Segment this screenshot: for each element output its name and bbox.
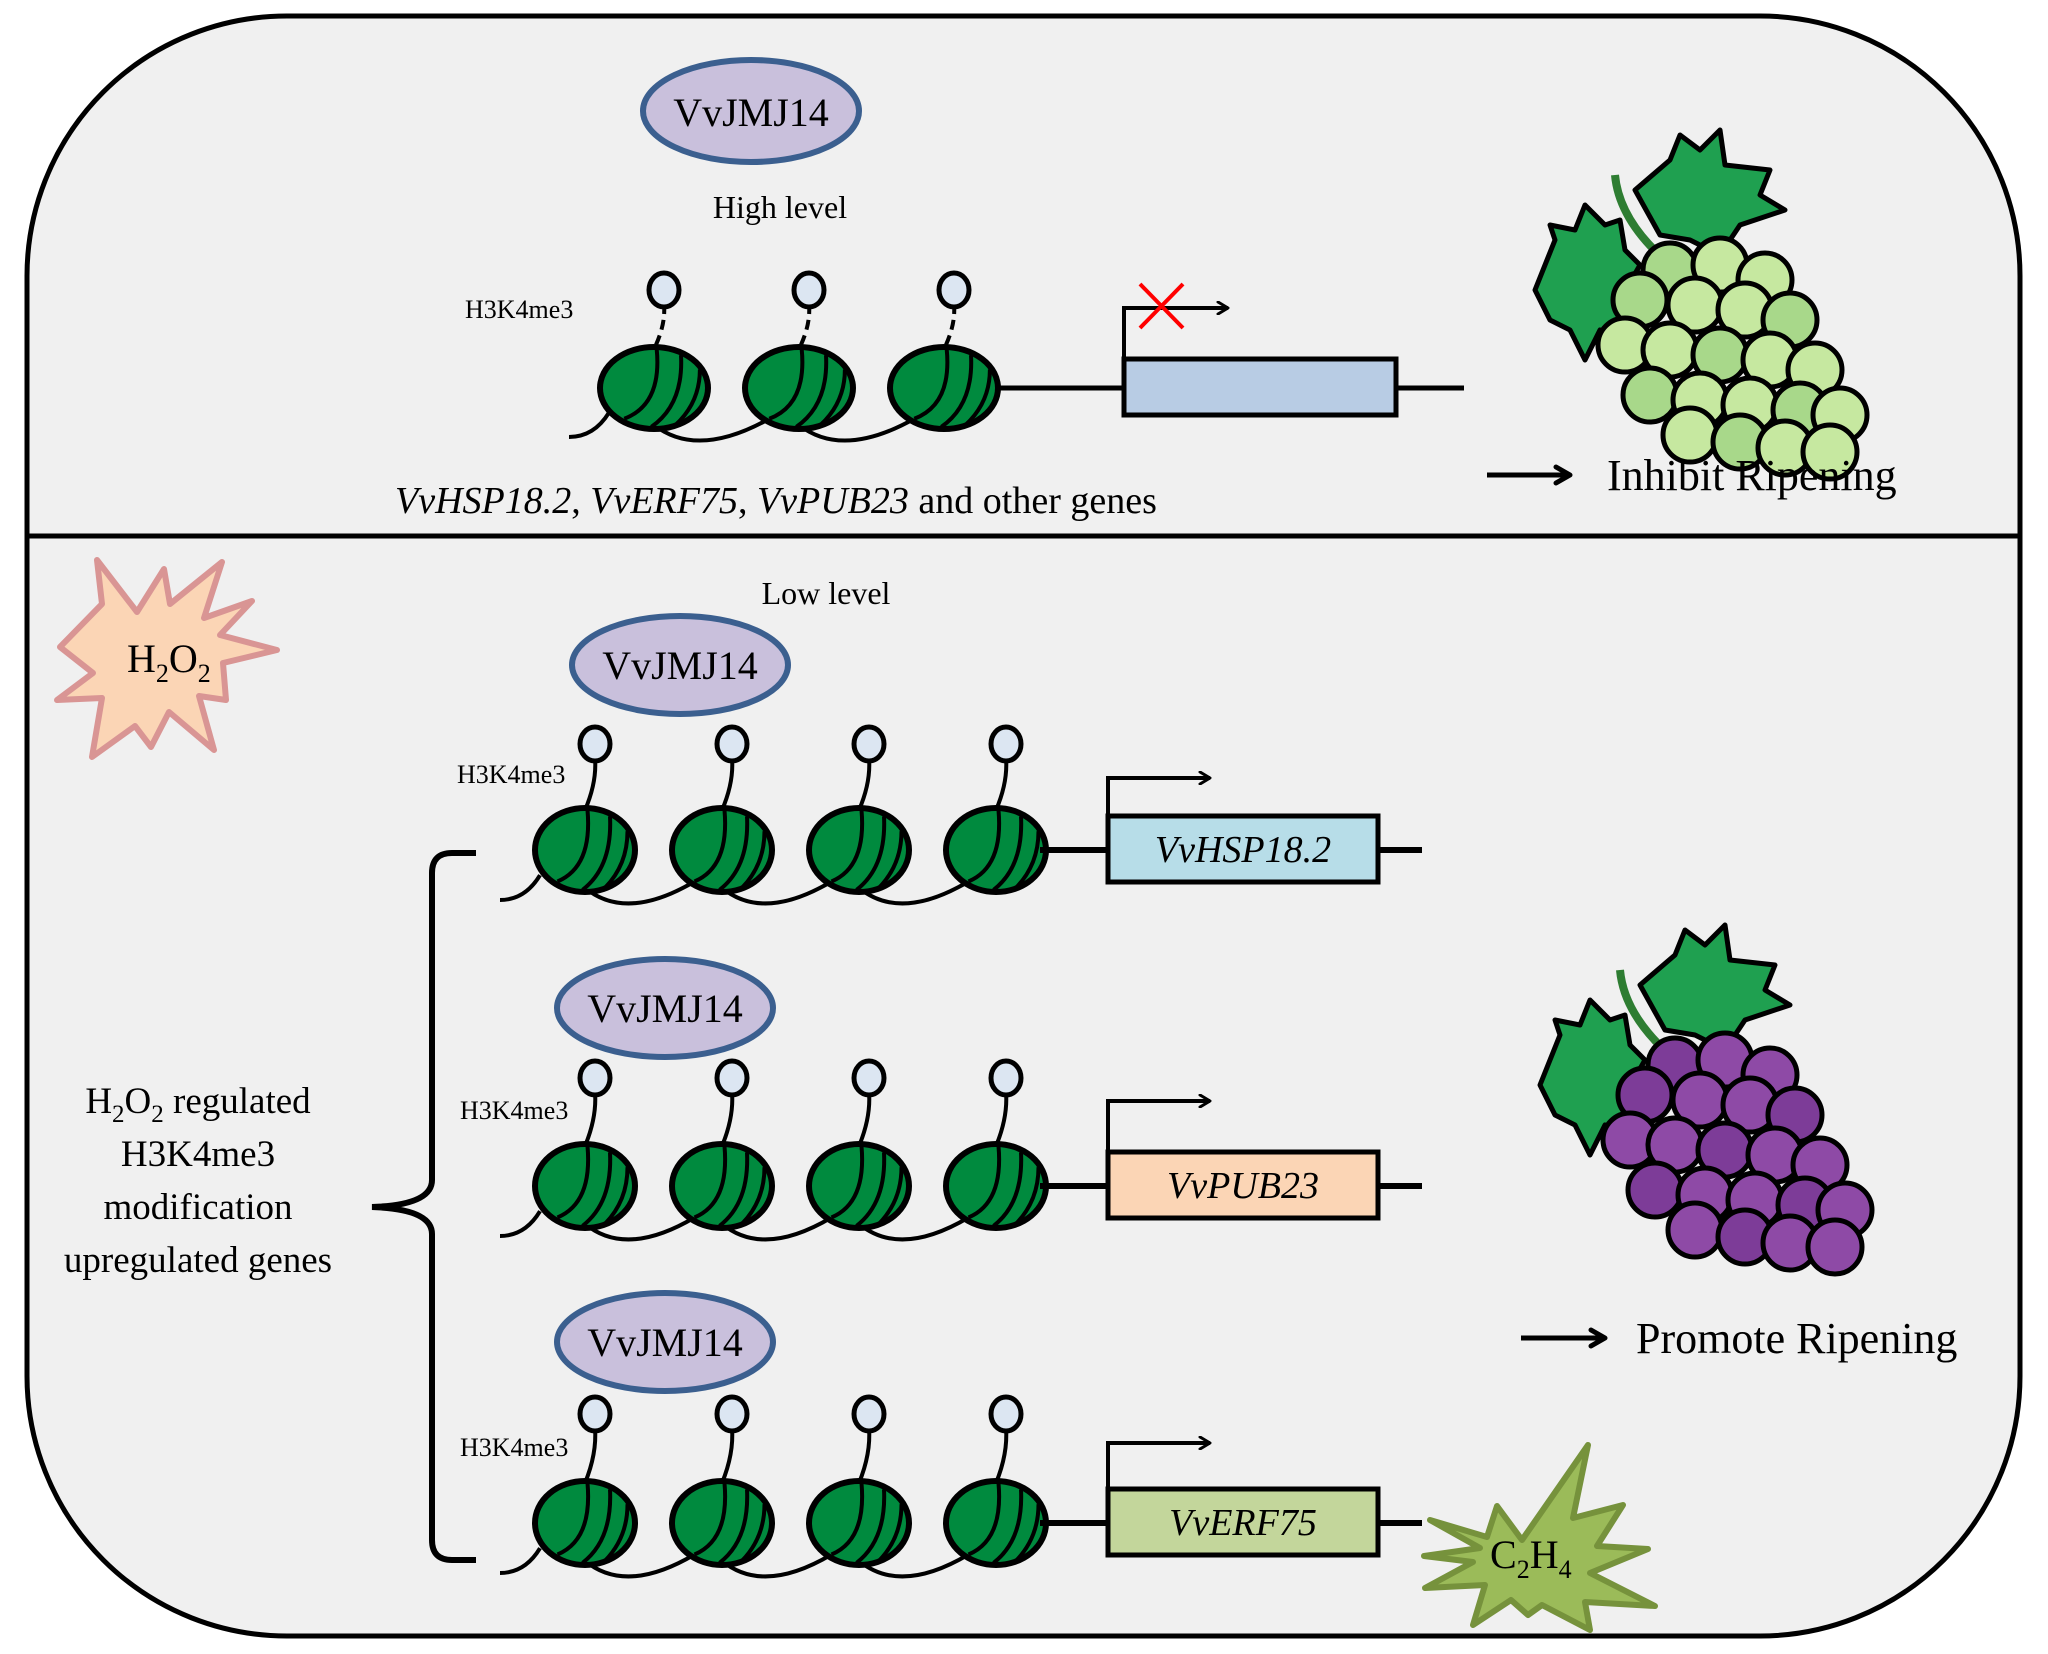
svg-text:H3K4me3: H3K4me3 (121, 1134, 275, 1175)
nucleosome-icon (742, 344, 856, 432)
dna-strand (499, 874, 970, 906)
h3k4me3-mark-icon (851, 1394, 887, 1484)
h3k4me3-mark-icon (714, 1058, 750, 1147)
gene-box (1105, 1486, 1381, 1558)
dna-strand (568, 411, 916, 443)
nucleosome-icon (943, 805, 1049, 895)
tss-arrow-icon (1122, 308, 1228, 359)
tss-arrow-icon (1106, 1443, 1210, 1489)
c2h4-burst-icon: C2H4 (1421, 1442, 1658, 1633)
gene-label: VvPUB23 (1167, 1165, 1319, 1207)
chromatin-fiber (568, 270, 1001, 443)
h3k4me3-label: H3K4me3 (465, 295, 573, 324)
blocked-x-icon (1138, 282, 1185, 330)
tss-arrow-icon (1106, 1101, 1210, 1152)
grape-berry (1625, 1160, 1685, 1220)
h3k4me3-label: H3K4me3 (457, 760, 565, 789)
outcome-inhibit-ripening: Inhibit Ripening (1607, 451, 1897, 500)
nucleosome-icon (943, 1478, 1049, 1568)
bottom-panel: H2O2 Low level H2O2 regulated H3K4me3 mo… (54, 557, 1957, 1633)
green-grape-icon (1532, 127, 1870, 482)
nucleosome-icon (669, 1478, 775, 1568)
svg-text:modification: modification (103, 1187, 292, 1228)
grape-berry (1805, 1217, 1865, 1277)
curly-brace (371, 850, 476, 1563)
nucleosome-icon (597, 344, 711, 432)
h3k4me3-mark-icon (577, 724, 613, 811)
dna-strand (499, 1210, 970, 1242)
nucleosome-icon (669, 1141, 775, 1231)
c2h4-label: C2H4 (1490, 1532, 1572, 1584)
h3k4me3-mark-icon (577, 1394, 613, 1484)
h3k4me3-mark-icon (988, 1394, 1024, 1484)
nucleosome-icon (532, 1141, 638, 1231)
group-label: H2O2 regulated H3K4me3 modification upre… (64, 1081, 332, 1281)
outcome-promote-ripening: Promote Ripening (1636, 1314, 1957, 1363)
nucleosome-icon (532, 1478, 638, 1568)
grape-berry (1665, 1200, 1725, 1260)
enzyme-label: VvJMJ14 (587, 986, 743, 1031)
gene-label: VvERF75 (1169, 1502, 1317, 1544)
svg-text:upregulated genes: upregulated genes (64, 1240, 332, 1281)
h3k4me3-mark-icon (646, 270, 682, 350)
genes-caption: VvHSP18.2, VvERF75, VvPUB23 and other ge… (395, 480, 1157, 522)
enzyme-label: VvJMJ14 (587, 1320, 743, 1365)
enzyme-vvjmj14: VvJMJ14 (554, 956, 776, 1060)
leaf-icon (1632, 127, 1788, 258)
nucleosome-icon (887, 344, 1001, 432)
enzyme-vvjmj14: VvJMJ14 (569, 613, 791, 717)
nucleosome-icon (943, 1141, 1049, 1231)
enzyme-vvjmj14: VvJMJ14 (554, 1290, 776, 1394)
svg-text:H2O2 regulated: H2O2 regulated (85, 1081, 311, 1128)
gene-label: VvHSP18.2 (1155, 829, 1331, 871)
leaf-icon (1637, 922, 1793, 1053)
h3k4me3-mark-icon (851, 1058, 887, 1147)
nucleosome-icon (532, 805, 638, 895)
gene-box-generic (1121, 356, 1399, 418)
enzyme-label: VvJMJ14 (602, 643, 758, 688)
h3k4me3-mark-icon (936, 270, 972, 350)
h3k4me3-label: H3K4me3 (460, 1433, 568, 1462)
h2o2-label: H2O2 (127, 636, 211, 688)
top-panel: VvJMJ14 High level H3K4me3 VvHSP18.2, Vv… (395, 57, 1897, 522)
tss-arrow-icon (1106, 778, 1210, 816)
purple-grape-icon (1537, 922, 1875, 1277)
enzyme-level-label-low: Low level (762, 575, 891, 611)
h3k4me3-mark-icon (714, 724, 750, 811)
dna-strand (499, 1547, 970, 1579)
h2o2-burst-icon: H2O2 (54, 557, 280, 760)
h3k4me3-label: H3K4me3 (460, 1096, 568, 1125)
grape-berry (1800, 422, 1860, 482)
enzyme-label: VvJMJ14 (673, 90, 829, 135)
h3k4me3-mark-icon (988, 1058, 1024, 1147)
nucleosome-icon (806, 805, 912, 895)
enzyme-level-label: High level (713, 189, 847, 225)
gene-box (1105, 813, 1381, 885)
nucleosome-icon (669, 805, 775, 895)
h3k4me3-mark-icon (791, 270, 827, 350)
nucleosome-icon (806, 1478, 912, 1568)
grape-berry (1620, 365, 1680, 425)
nucleosome-icon (806, 1141, 912, 1231)
enzyme-vvjmj14-top: VvJMJ14 (640, 57, 862, 165)
